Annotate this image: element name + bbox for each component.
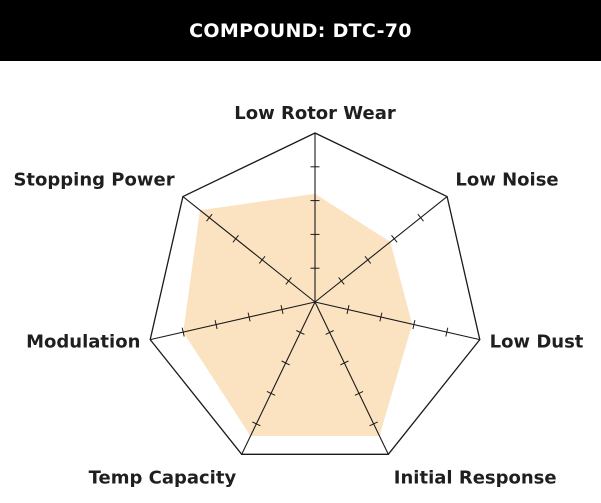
- tick-initial-response-3: [354, 390, 364, 396]
- tick-low-dust-3: [412, 320, 416, 330]
- tick-low-noise-2: [364, 255, 372, 264]
- spoke-temp-capacity: [241, 301, 316, 455]
- spoke-initial-response: [314, 301, 389, 455]
- axis-label-low-dust: Low Dust: [490, 331, 584, 352]
- tick-initial-response-2: [340, 360, 349, 366]
- axis-label-stopping-power: Stopping Power: [13, 170, 174, 191]
- tick-low-dust-2: [379, 312, 383, 322]
- tick-temp-capacity-4: [252, 421, 261, 427]
- tick-modulation-4: [181, 327, 185, 337]
- tick-low-dust-1: [346, 304, 350, 315]
- tick-stopping-power-4: [206, 213, 213, 222]
- axis-label-modulation: Modulation: [26, 331, 140, 352]
- tick-low-noise-3: [391, 234, 398, 243]
- tick-initial-response-4: [369, 421, 378, 427]
- axis-label-temp-capacity: Temp Capacity: [89, 468, 237, 489]
- tick-stopping-power-2: [258, 255, 266, 264]
- tick-initial-response-1: [325, 330, 334, 335]
- tick-temp-capacity-2: [281, 360, 290, 366]
- spoke-modulation: [150, 301, 316, 341]
- chart-title: COMPOUND: DTC-70: [189, 19, 412, 42]
- tick-low-noise-1: [338, 277, 345, 285]
- chart-header: COMPOUND: DTC-70: [0, 0, 601, 61]
- tick-modulation-1: [280, 304, 284, 315]
- tick-low-noise-4: [417, 213, 424, 222]
- data-polygon: [183, 193, 413, 436]
- tick-stopping-power-3: [232, 234, 239, 243]
- tick-modulation-2: [247, 312, 251, 322]
- tick-modulation-3: [214, 320, 218, 330]
- spoke-stopping-power: [182, 196, 316, 303]
- tick-low-dust-4: [445, 327, 449, 337]
- tick-temp-capacity-3: [266, 390, 276, 396]
- axis-label-initial-response: Initial Response: [394, 468, 557, 489]
- axis-label-low-rotor-wear: Low Rotor Wear: [234, 103, 396, 124]
- tick-temp-capacity-1: [296, 330, 305, 335]
- outer-ring: [149, 132, 481, 455]
- tick-stopping-power-1: [285, 277, 292, 285]
- axis-label-low-noise: Low Noise: [455, 170, 558, 191]
- spoke-low-noise: [314, 196, 448, 303]
- spoke-low-dust: [314, 301, 480, 341]
